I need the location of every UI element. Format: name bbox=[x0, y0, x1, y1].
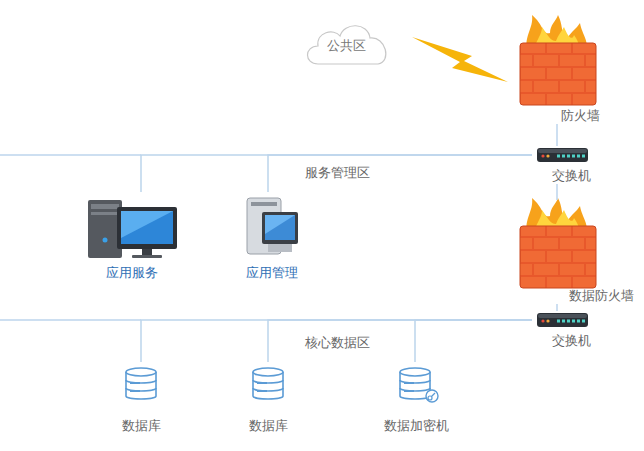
network-link bbox=[268, 320, 532, 362]
database-icon: 数据库 bbox=[113, 362, 169, 434]
network-link bbox=[556, 124, 558, 146]
firewall-icon: 防火墙 bbox=[512, 12, 604, 124]
zone-label: 核心数据区 bbox=[302, 335, 373, 351]
zone-cloud: 公共区 bbox=[306, 26, 386, 66]
switch-icon: 交换机 bbox=[532, 311, 604, 349]
node-label: 防火墙 bbox=[512, 108, 600, 124]
node-label: 数据防火墙 bbox=[508, 288, 634, 304]
node-label: 数据库 bbox=[113, 418, 169, 434]
node-label: 应用管理 bbox=[236, 265, 308, 281]
node-label: 公共区 bbox=[327, 38, 366, 54]
network-link bbox=[268, 155, 532, 192]
server-icon: 应用服务 bbox=[80, 192, 184, 281]
node-label: 应用服务 bbox=[80, 265, 184, 281]
network-link bbox=[415, 320, 532, 362]
firewall-icon: 数据防火墙 bbox=[508, 200, 638, 304]
network-link bbox=[141, 155, 532, 192]
node-label: 数据加密机 bbox=[374, 418, 458, 434]
switch-icon: 交换机 bbox=[532, 146, 604, 184]
network-link bbox=[556, 184, 558, 200]
node-label: 数据库 bbox=[240, 418, 296, 434]
node-label: 交换机 bbox=[532, 333, 591, 349]
workstation-icon: 应用管理 bbox=[236, 192, 308, 281]
encryptor-icon: 数据加密机 bbox=[374, 362, 458, 434]
node-label: 交换机 bbox=[532, 168, 591, 184]
database-icon: 数据库 bbox=[240, 362, 296, 434]
zone-label: 服务管理区 bbox=[302, 165, 373, 181]
network-link bbox=[556, 304, 558, 311]
network-link bbox=[141, 320, 532, 362]
